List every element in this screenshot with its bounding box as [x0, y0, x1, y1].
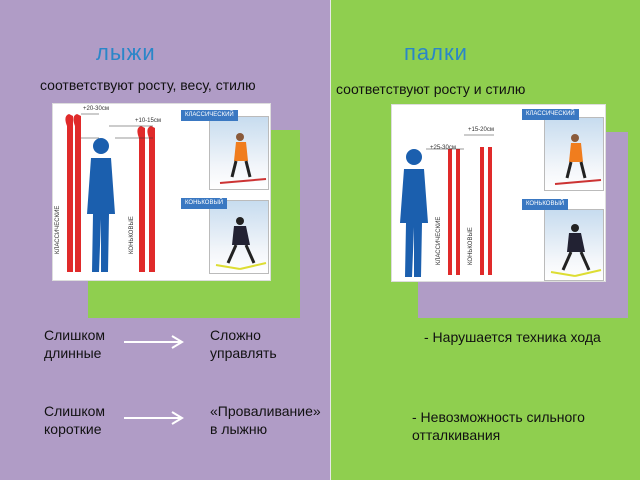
sinking-label: «Проваливание» в лыжню	[210, 403, 321, 437]
person-head-icon	[93, 138, 109, 154]
skate-pole-2	[488, 147, 492, 275]
classic-pole-label: КЛАССИЧЕСКИЕ	[436, 216, 442, 265]
skate-pole-measure-label: +15-20см	[468, 127, 494, 133]
skis-title: лыжи	[96, 40, 156, 65]
arrow-right-icon	[124, 335, 184, 349]
classic-ski-shape-2	[73, 114, 81, 272]
classic-tag: КЛАССИЧЕСКИЙ	[181, 110, 238, 121]
classic-skier-icon-2	[554, 134, 602, 185]
skate-skier-icon	[215, 217, 267, 270]
person-silhouette-icon	[87, 158, 115, 272]
skate-pole	[480, 147, 484, 275]
hard-to-control-label: Сложно управлять	[210, 327, 277, 361]
person-head-icon-2	[406, 149, 422, 165]
classic-pole-skier-photo	[544, 117, 604, 191]
skis-diagram	[65, 113, 155, 272]
person-silhouette-icon-2	[400, 169, 428, 277]
poles-illustration-card: +15-20см +25-30см КЛАССИЧЕСКИЕ КОНЬКОВЫЕ…	[391, 104, 606, 282]
poles-title: палки	[404, 40, 468, 65]
classic-skier-photo	[209, 116, 269, 190]
classic-skier-icon	[219, 133, 267, 184]
skate-ski-shape	[137, 126, 145, 272]
classic-pole-2	[456, 149, 460, 275]
skis-subtitle: соответствуют росту, весу, стилю	[40, 77, 256, 93]
skate-tag-2: КОНЬКОВЫЙ	[522, 199, 569, 210]
classic-tag-2: КЛАССИЧЕСКИЙ	[522, 109, 579, 120]
skate-skier-photo	[209, 200, 269, 274]
classic-ski-shape	[65, 114, 73, 272]
weak-push-label: - Невозможность сильного отталкивания	[412, 409, 585, 443]
technique-disrupted-label: - Нарушается техника хода	[424, 329, 601, 345]
skate-measure-label: +10-15см	[135, 118, 161, 124]
skate-tag: КОНЬКОВЫЙ	[181, 198, 228, 209]
panel-divider	[330, 0, 331, 480]
arrow-right-icon-2	[124, 411, 184, 425]
poles-diagram	[400, 134, 494, 277]
poles-subtitle: соответствуют росту и стилю	[336, 81, 526, 97]
too-short-label: Слишком короткие	[44, 403, 106, 437]
skate-pole-label: КОНЬКОВЫЕ	[468, 227, 474, 265]
classic-ski-label: КЛАССИЧЕСКИЕ	[55, 205, 61, 254]
too-long-label: Слишком длинные	[44, 327, 106, 361]
skate-skier-icon-2	[550, 224, 602, 277]
classic-measure-label: +20-30см	[83, 106, 109, 112]
skate-ski-label: КОНЬКОВЫЕ	[129, 216, 135, 254]
classic-pole-measure-label: +25-30см	[430, 145, 456, 151]
skis-illustration-card: +20-30см +10-15см КЛАССИЧЕСКИЕ КОНЬКОВЫЕ…	[52, 103, 271, 281]
skate-ski-shape-2	[147, 126, 155, 272]
classic-pole	[448, 149, 452, 275]
skate-pole-skier-photo	[544, 209, 604, 281]
